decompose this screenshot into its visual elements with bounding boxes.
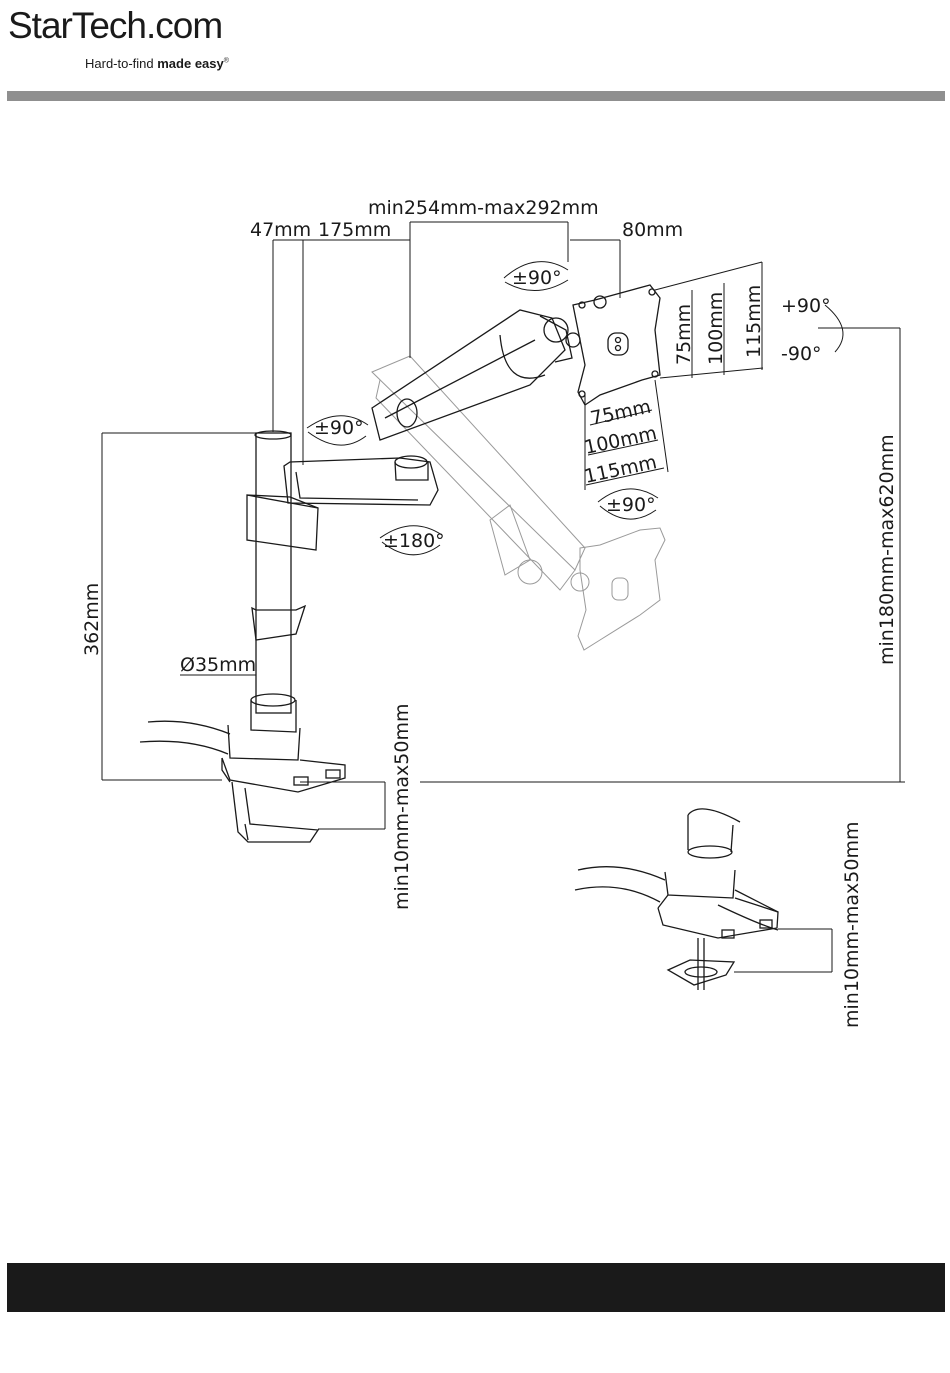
dimension-labels: min254mm-max292mm 47mm 175mm 80mm ±90° +… xyxy=(81,197,898,1028)
dimension-lines xyxy=(102,222,905,972)
label-height-range: min180mm-max620mm xyxy=(876,434,898,665)
label-base-swivel: ±180° xyxy=(383,530,445,552)
label-pole-height: 362mm xyxy=(81,583,103,656)
label-arm-length: 175mm xyxy=(318,219,391,241)
grommet-mount xyxy=(575,809,778,990)
label-pole-diameter: Ø35mm xyxy=(180,654,256,676)
label-vesa-v115: 115mm xyxy=(743,285,765,358)
label-vesa-v75: 75mm xyxy=(673,304,695,365)
label-pole-offset: 47mm xyxy=(250,219,311,241)
lower-arm xyxy=(284,456,438,505)
label-vesa-offset: 80mm xyxy=(622,219,683,241)
upper-arm xyxy=(372,310,580,440)
label-vesa-v100: 100mm xyxy=(705,292,727,365)
footer-bar xyxy=(7,1263,945,1312)
label-tilt: ±90° xyxy=(512,267,562,289)
label-clamp-range: min10mm-max50mm xyxy=(391,704,413,910)
label-bottom-swivel: ±90° xyxy=(606,494,656,516)
label-arm-extension: min254mm-max292mm xyxy=(368,197,599,219)
label-arm-swivel: ±90° xyxy=(314,417,364,439)
label-grommet-range: min10mm-max50mm xyxy=(841,822,863,1028)
pole xyxy=(247,431,318,732)
vesa-plate xyxy=(573,285,660,405)
label-rotate-minus: -90° xyxy=(781,343,822,365)
label-rotate-plus: +90° xyxy=(781,295,831,317)
